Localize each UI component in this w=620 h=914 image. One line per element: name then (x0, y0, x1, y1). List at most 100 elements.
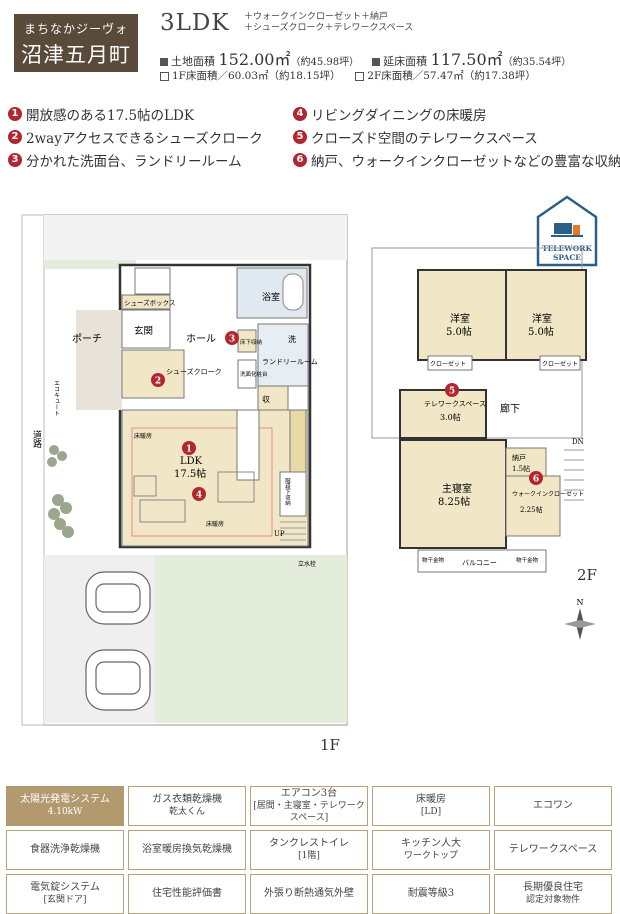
square-icon (160, 58, 168, 66)
equipment-item: 電気錠システム [玄関ドア] (6, 874, 124, 914)
marker-1: 1 (182, 441, 196, 455)
square-outline-icon (355, 71, 365, 81)
equipment-sub: 認定対象物件 (525, 895, 580, 905)
wic-label: ウォークインクローゼット (512, 490, 584, 498)
floor-heat-label-2: 床暖房 (206, 520, 224, 528)
svg-text:2: 2 (155, 377, 161, 387)
equipment-sub: 乾太くん (168, 807, 205, 817)
telework-size: 3.0帖 (440, 412, 461, 422)
equipment-name: 食器洗浄乾燥機 (30, 844, 100, 855)
equipment-name: 住宅性能評価書 (152, 888, 222, 899)
closet-1-label: クローゼット (430, 360, 466, 368)
property-name: 沼津五月町 (21, 43, 131, 67)
area-row-floors: 1F床面積／60.03㎡（約18.15坪） 2F床面積／57.47㎡（約17.3… (160, 68, 536, 83)
shoes-box-label: シューズボックス (124, 298, 175, 307)
extras-line-1: ＋ウォークインクローゼット＋納戸 (244, 12, 389, 22)
washstand-label: 洗面化粧台 (240, 370, 268, 378)
stairs-icon (280, 521, 306, 541)
compass-icon: N (564, 598, 596, 640)
svg-text:3: 3 (229, 335, 235, 345)
marker-5: 5 (445, 383, 459, 397)
ldk-label: LDK (180, 456, 203, 467)
master-label: 主寝室 (442, 482, 472, 495)
equipment-name: 電気錠システム (30, 882, 100, 893)
land-tsubo: （約45.98坪） (290, 57, 360, 68)
underfloor-label: 床下収納 (240, 338, 263, 346)
wic-size: 2.25帖 (520, 505, 543, 514)
equipment-item: 食器洗浄乾燥機 (6, 830, 124, 870)
room-2-label: 洋室 (532, 312, 552, 325)
stairs-icon (564, 449, 584, 501)
balcony-label: バルコニー (462, 559, 497, 567)
square-icon (372, 58, 381, 66)
equipment-name: 床暖房 (416, 794, 446, 805)
floor-tsubo: （約35.54坪） (502, 57, 572, 68)
hardware-label-2: 物干金物 (516, 556, 539, 564)
equipment-sub: [LD] (420, 807, 442, 817)
equipment-item: 住宅性能評価書 (128, 874, 246, 914)
floor-plan-1f: 道路 ポーチ 玄関 シューズボックス エコキュート シューズクローク 浴室 ホー… (21, 214, 348, 726)
equipment-name: ガス衣類乾燥機 (152, 794, 222, 805)
equipment-name: 耐震等級3 (407, 888, 455, 899)
laundry-label: ランドリールーム (262, 358, 318, 366)
marker-6: 6 (529, 471, 543, 485)
f1-area: 1F床面積／60.03㎡（約18.15坪） (172, 70, 341, 82)
area-row-main: 土地面積 152.00㎡（約45.98坪） 延床面積 117.50㎡（約35.5… (160, 46, 571, 70)
floor-value: 117.50㎡ (430, 50, 503, 69)
equipment-sub: 4.10kW (47, 807, 83, 817)
marker-3: 3 (225, 331, 239, 345)
master-size: 8.25帖 (438, 495, 470, 508)
room-1-label: 洋室 (450, 312, 470, 325)
wash-label: 洗 (288, 334, 296, 344)
floor-plan-2f: 洋室 5.0帖 洋室 5.0帖 クローゼット クローゼット テレワークスペース … (371, 247, 587, 573)
equipment-item: 耐震等級3 (372, 874, 490, 914)
porch-label: ポーチ (72, 333, 102, 345)
equipment-name: キッチン人大 (401, 838, 461, 849)
svg-text:5: 5 (449, 387, 455, 397)
equipment-sub: [玄関ドア] (43, 895, 87, 905)
land-value: 152.00㎡ (218, 50, 291, 69)
f2-area: 2F床面積／57.47㎡（約17.38坪） (367, 70, 536, 82)
telework-label: テレワークスペース (424, 400, 486, 408)
room-1-size: 5.0帖 (446, 325, 472, 338)
hall-label: ホール (186, 333, 216, 345)
marker-2: 2 (151, 373, 165, 387)
equipment-item: ガス衣類乾燥機乾太くん (128, 786, 246, 826)
floor-label: 延床面積 (383, 55, 428, 68)
ldk-size-label: 17.5帖 (174, 467, 206, 480)
equipment-sub: [1階] (298, 851, 320, 861)
shoe-cloak-label: シューズクローク (166, 367, 222, 376)
equipment-sub: [居間・主寝室・テレワークスペース] (253, 801, 365, 823)
stairs-storage-label: 階段下収納 (284, 477, 291, 507)
equipment-name: タンクレストイレ (269, 838, 349, 849)
series-name: まちなかジーヴォ (23, 22, 128, 36)
dn-label: DN (572, 438, 584, 446)
equipment-name: 長期優良住宅 (523, 882, 583, 893)
car-icon (85, 571, 151, 711)
equipment-name: 外張り断熱通気外壁 (264, 888, 354, 899)
equipment-name: テレワークスペース (508, 844, 598, 855)
corridor-label: 廊下 (500, 402, 520, 415)
svg-text:1: 1 (186, 445, 192, 455)
hardware-label-1: 物干金物 (422, 556, 445, 564)
tree-icons (47, 445, 74, 538)
floor-heat-label-1: 床暖房 (134, 432, 152, 440)
land-label: 土地面積 (171, 55, 215, 68)
extras-line-2: ＋シューズクローク＋テレワークスペース (244, 23, 414, 33)
entrance-label: 玄関 (134, 325, 153, 337)
equipment-item: 長期優良住宅認定対象物件 (494, 874, 612, 914)
road-label: 道路 (31, 429, 42, 449)
series-title-box: まちなかジーヴォ 沼津五月町 (14, 14, 138, 72)
equipment-name: 浴室暖房換気乾燥機 (142, 844, 232, 855)
closet-2-label: クローゼット (542, 360, 578, 368)
equipment-item: タンクレストイレ [1階] (250, 830, 368, 870)
layout-extras: ＋ウォークインクローゼット＋納戸 ＋シューズクローク＋テレワークスペース (244, 12, 413, 34)
bath-label: 浴室 (262, 291, 280, 303)
equipment-item: 床暖房 [LD] (372, 786, 490, 826)
